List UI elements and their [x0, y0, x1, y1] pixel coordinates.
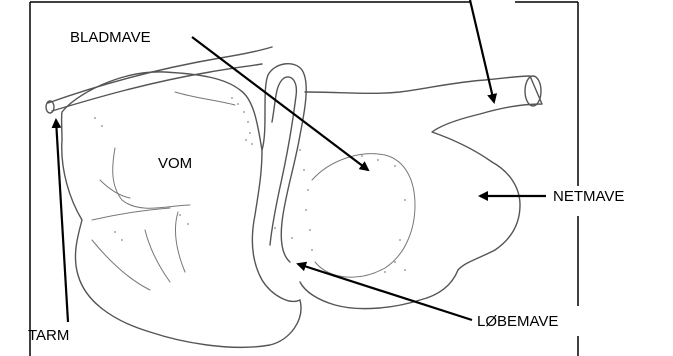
frame [30, 2, 578, 356]
label-vom: VOM [158, 155, 192, 172]
stomach-illustration [46, 47, 542, 347]
arrows [56, 0, 546, 322]
label-netmave: NETMAVE [553, 188, 624, 205]
label-tarm: TARM [28, 327, 69, 344]
arrow-esophagus [470, 0, 494, 102]
label-bladmave: BLADMAVE [70, 29, 151, 46]
reticulum-outline [300, 76, 542, 309]
stippling [94, 97, 406, 283]
omasum-tube [262, 64, 306, 262]
arrow-bladmave [192, 37, 368, 170]
label-lobemave: LØBEMAVE [477, 313, 558, 330]
